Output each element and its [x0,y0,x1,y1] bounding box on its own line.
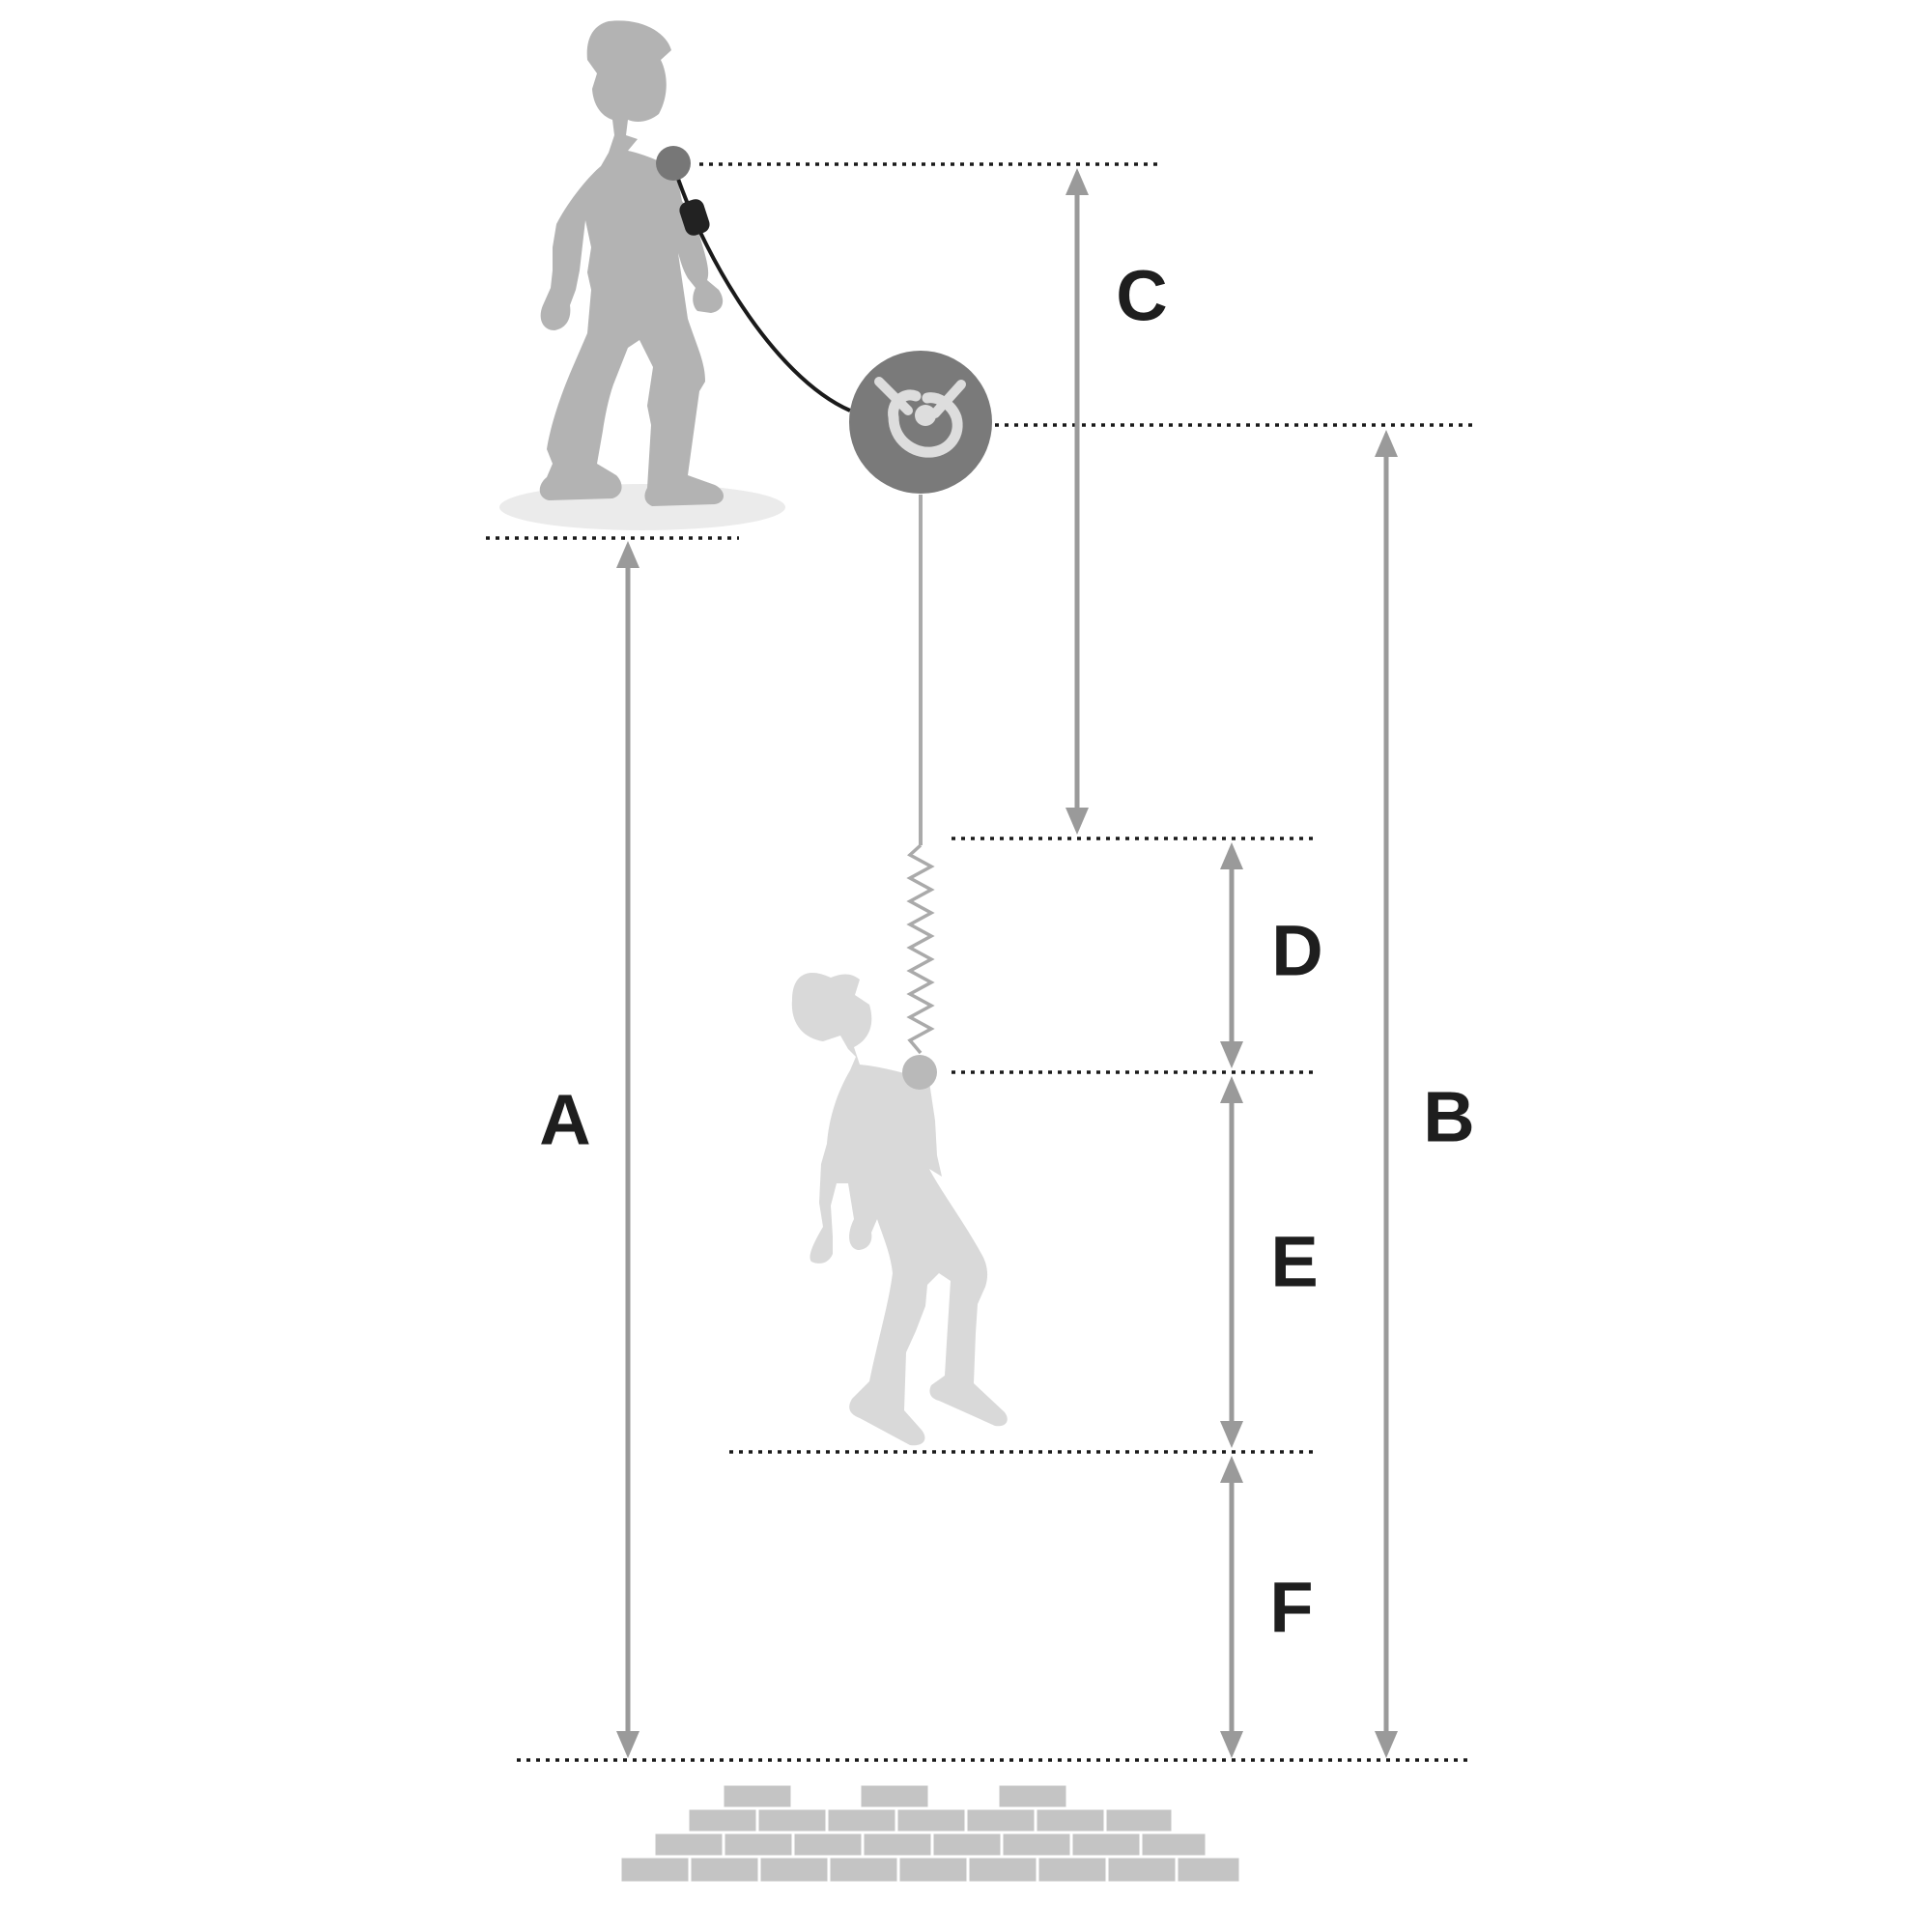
standing-worker-icon [499,20,851,530]
label-c: C [1116,256,1167,336]
lifeline-icon [906,495,935,1055]
label-d: D [1271,911,1322,991]
lanyard-icon [671,163,851,412]
dimension-labels: A B C D E F [539,256,1474,1648]
dimension-b-arrow [1375,430,1398,1758]
fall-arrest-device-icon [849,351,992,494]
dimension-a-arrow [616,541,639,1758]
fallen-worker-icon [791,972,1008,1446]
fallen-attachment-icon [902,1055,937,1090]
label-a: A [539,1080,590,1160]
dimension-d-arrow [1220,842,1243,1068]
label-b: B [1423,1077,1474,1157]
dorsal-attachment-icon [656,146,691,181]
dimension-c-arrow [1065,168,1089,835]
label-f: F [1269,1568,1313,1648]
dimension-f-arrow [1220,1456,1243,1758]
label-e: E [1270,1222,1318,1302]
dimension-e-arrow [1220,1076,1243,1448]
brick-ground-icon [618,1782,1242,1885]
reference-lines [486,162,1473,1762]
dimension-arrows [616,168,1398,1758]
lanyard-connector-icon [679,199,710,236]
